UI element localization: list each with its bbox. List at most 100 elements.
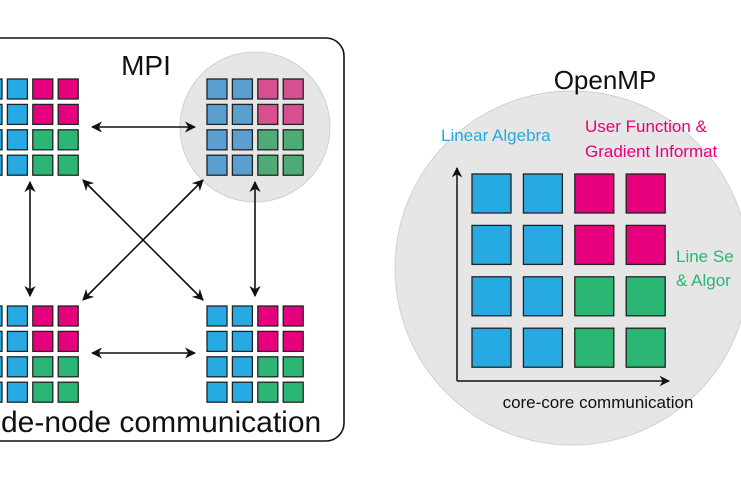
- core-green: [625, 276, 666, 317]
- core-blue: [522, 327, 564, 368]
- node-bottom-right: [206, 305, 304, 403]
- core-blue: [231, 330, 254, 353]
- core-green: [257, 381, 279, 403]
- core-blue: [231, 305, 254, 327]
- openmp-title: OpenMP: [554, 65, 657, 95]
- core-green: [57, 154, 79, 176]
- core-blue: [206, 103, 228, 126]
- core-blue: [471, 327, 512, 368]
- core-blue: [522, 276, 564, 317]
- core-green: [282, 129, 304, 151]
- core-green: [257, 129, 279, 151]
- core-blue: [6, 305, 29, 327]
- core-green: [257, 154, 279, 176]
- core-magenta: [257, 78, 279, 100]
- mpi-panel: MPI de-node communication: [0, 37, 345, 442]
- node-top-right: [206, 78, 304, 176]
- core-magenta: [257, 103, 279, 126]
- core-blue: [0, 305, 3, 327]
- core-blue: [6, 381, 29, 403]
- mpi-title: MPI: [121, 50, 171, 81]
- core-green: [257, 356, 279, 378]
- core-magenta: [574, 173, 615, 214]
- core-blue: [206, 330, 228, 353]
- core-blue: [6, 154, 29, 176]
- core-magenta: [282, 78, 304, 100]
- core-green: [282, 356, 304, 378]
- core-blue: [231, 78, 254, 100]
- core-blue: [471, 276, 512, 317]
- core-green: [574, 276, 615, 317]
- core-blue: [231, 356, 254, 378]
- core-blue: [231, 154, 254, 176]
- core-green: [57, 356, 79, 378]
- core-magenta: [257, 330, 279, 353]
- core-blue: [206, 78, 228, 100]
- core-blue: [206, 305, 228, 327]
- core-green: [574, 327, 615, 368]
- label-gradient-information: Gradient Informat: [585, 142, 718, 161]
- core-magenta: [574, 224, 615, 266]
- core-blue: [231, 129, 254, 151]
- core-blue: [522, 224, 564, 266]
- core-blue: [206, 129, 228, 151]
- core-magenta: [57, 78, 79, 100]
- core-magenta: [57, 330, 79, 353]
- core-green: [57, 381, 79, 403]
- core-blue: [206, 381, 228, 403]
- mpi-nodes: [0, 78, 304, 403]
- mpi-caption: de-node communication: [1, 406, 321, 439]
- core-green: [282, 154, 304, 176]
- label-linear-algebra: Linear Algebra: [441, 126, 551, 145]
- core-blue: [6, 330, 29, 353]
- mpi-arrows: [24, 121, 261, 359]
- label-user-function: User Function &: [585, 117, 708, 136]
- core-magenta: [57, 305, 79, 327]
- core-magenta: [625, 173, 666, 214]
- core-blue: [0, 154, 3, 176]
- openmp-cores: [471, 173, 666, 368]
- core-blue: [206, 154, 228, 176]
- core-green: [32, 381, 54, 403]
- core-magenta: [32, 305, 54, 327]
- core-blue: [0, 381, 3, 403]
- core-magenta: [32, 330, 54, 353]
- node-bottom-left: [0, 305, 79, 403]
- core-magenta: [282, 103, 304, 126]
- core-magenta: [282, 305, 304, 327]
- core-blue: [6, 103, 29, 126]
- core-blue: [0, 129, 3, 151]
- core-blue: [231, 103, 254, 126]
- core-magenta: [282, 330, 304, 353]
- core-axes: [451, 166, 671, 387]
- core-green: [32, 356, 54, 378]
- core-magenta: [57, 103, 79, 126]
- core-blue: [522, 173, 564, 214]
- core-blue: [0, 78, 3, 100]
- node-top-left: [0, 78, 79, 176]
- core-blue: [231, 381, 254, 403]
- core-green: [625, 327, 666, 368]
- core-magenta: [32, 78, 54, 100]
- label-algorithm: & Algor: [676, 271, 731, 290]
- label-line-search: Line Se: [676, 247, 734, 266]
- core-blue: [206, 356, 228, 378]
- core-blue: [0, 330, 3, 353]
- core-green: [32, 129, 54, 151]
- openmp-panel: OpenMP Linear Algebra User Function & Gr…: [394, 65, 741, 446]
- core-blue: [6, 129, 29, 151]
- arrow-diagonal-up: [82, 179, 204, 301]
- core-grid: [471, 173, 666, 368]
- core-magenta: [257, 305, 279, 327]
- core-blue: [471, 173, 512, 214]
- core-green: [282, 381, 304, 403]
- core-green: [32, 154, 54, 176]
- axis-caption: core-core communication: [503, 393, 694, 412]
- core-blue: [0, 356, 3, 378]
- core-magenta: [625, 224, 666, 266]
- core-blue: [0, 103, 3, 126]
- core-blue: [6, 356, 29, 378]
- core-blue: [471, 224, 512, 266]
- core-blue: [6, 78, 29, 100]
